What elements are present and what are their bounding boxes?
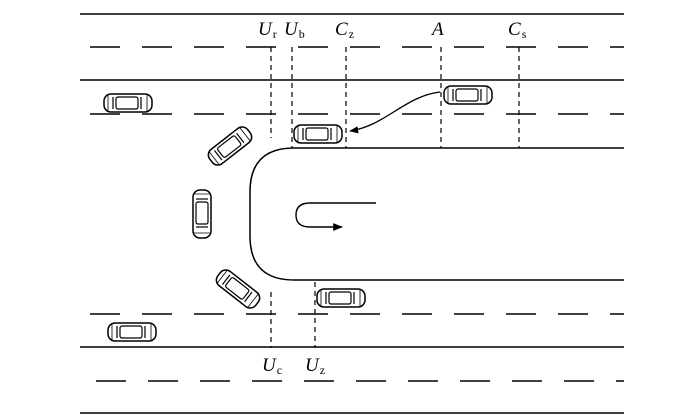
label-a: A — [432, 19, 444, 40]
car-top-view-icon — [204, 123, 256, 169]
label-uz: Uz — [305, 355, 326, 377]
label-uc: Uc — [262, 355, 283, 377]
car-top-view-icon — [443, 85, 493, 105]
car-top-view-icon — [293, 124, 343, 144]
median-island — [249, 147, 624, 281]
label-cz: Cz — [335, 19, 355, 41]
label-ur: Ur — [258, 19, 277, 41]
label-cs: Cs — [508, 19, 527, 41]
car-top-view-icon — [316, 288, 366, 308]
label-ub: Ub — [284, 19, 305, 41]
u-turn-arrow-icon — [295, 202, 376, 231]
car-top-view-icon — [103, 93, 153, 113]
car-top-view-icon — [107, 322, 157, 342]
car-top-view-icon — [212, 266, 264, 312]
curved-merge-arrow-icon — [349, 91, 441, 134]
car-top-view-icon — [192, 189, 212, 239]
